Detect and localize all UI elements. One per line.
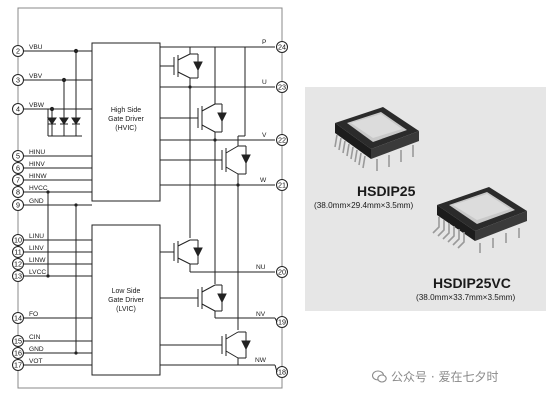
pin-label: GND [29,198,44,205]
left-pin-2: 2 VBU [12,44,92,57]
left-pin-17: 17 VOT [12,358,92,371]
pin-number: 16 [14,349,22,358]
pin-number: 5 [16,152,20,161]
package-name-hsdip25: HSDIP25 [357,183,416,199]
left-pin-9: 9 GND [12,198,92,211]
left-pin-13: 13 LVCC [12,269,92,282]
pin-label: NV [256,311,266,318]
pin-number: 8 [16,188,20,197]
watermark: 公众号 · 爱在七夕时 [372,368,498,385]
lvic-label-line3: (LVIC) [116,306,136,313]
pin-label: GND [29,346,44,353]
pin-label: NW [255,357,267,364]
pin-number: 2 [16,47,20,56]
right-pin-22: 22 V [262,132,288,146]
left-pin-11: 11 LINV [12,245,92,258]
pin-number: 12 [14,260,22,269]
igbt-high-v [160,84,227,140]
left-pin-12: 12 LINW [12,257,92,270]
pin-number: 6 [16,164,20,173]
pin-label: W [260,177,267,184]
left-pin-8: 8 HVCC [12,185,92,198]
lvic-label-line1: Low Side [112,288,141,295]
pin-number: 11 [14,248,21,257]
left-pin-3: 3 VBV [12,73,92,86]
left-pin-6: 6 HINV [12,161,92,174]
pin-label: LINW [29,257,46,264]
pin-label: P [262,39,267,46]
igbt-low-u [160,239,203,272]
pin-number: 4 [16,105,20,114]
pin-number: 14 [14,314,22,323]
pin-label: VOT [29,358,43,365]
left-pin-10: 10 LINU [12,233,92,246]
pin-number: 10 [14,236,22,245]
low-side-gate-driver [91,224,161,376]
hvic-label-line2: Gate Driver [108,116,144,123]
pin-number: 18 [278,368,286,377]
pin-number: 13 [14,272,22,281]
left-pin-4: 4 VBW [12,102,92,115]
left-pin-7: 7 HINW [12,173,92,186]
left-pin-16: 16 GND [12,346,92,359]
pin-label: LINV [29,245,44,252]
pin-label: HINU [29,149,45,156]
pin-number: 24 [278,43,286,52]
igbt-low-w [160,331,251,365]
igbt-high-u [160,53,203,87]
wechat-icon [372,370,387,383]
hvic-label-line3: (HVIC) [115,125,136,132]
right-pin-19: 19 NV [256,311,288,328]
pin-number: 15 [14,337,22,346]
right-pin-23: 23 U [262,79,288,93]
left-pin-5: 5 HINU [12,149,92,162]
left-pin-15: 15 CIN [12,334,92,347]
bootstrap-diodes [47,48,82,137]
product-photo-panel: HSDIP25 (38.0mm×29.4mm×3.5mm) HSDIP25VC … [305,87,546,311]
right-pin-24: 24 P [262,39,288,53]
pin-number: 9 [16,201,20,210]
pin-label: FO [29,311,38,318]
watermark-text: 公众号 · 爱在七夕时 [391,370,499,384]
left-pin-14: 14 FO [12,311,92,324]
pin-number: 20 [278,268,286,277]
pin-number: 17 [14,361,22,370]
right-pin-20: 20 NU [256,264,288,278]
pin-number: 3 [16,76,20,85]
pin-label: HINW [29,173,47,180]
pin-number: 23 [278,83,286,92]
pin-label: U [262,79,267,86]
package-dimensions-hsdip25: (38.0mm×29.4mm×3.5mm) [314,201,414,210]
hsdip25-chip [334,107,419,171]
pin-label: LINU [29,233,44,240]
pin-label: CIN [29,334,41,341]
pin-label: VBU [29,44,43,51]
pin-number: 19 [278,318,286,327]
package-name-hsdip25vc: HSDIP25VC [433,275,511,291]
hvic-label-line1: High Side [111,107,141,114]
igbt-low-v [160,284,227,318]
pin-label: NU [256,264,266,271]
package-dimensions-hsdip25vc: (38.0mm×33.7mm×3.5mm) [416,293,516,302]
igbt-high-w [160,135,251,185]
high-side-gate-driver [91,42,161,202]
pin-label: LVCC [29,269,46,276]
pin-label: V [262,132,267,139]
pin-number: 7 [16,176,20,185]
pin-number: 22 [278,136,286,145]
pin-number: 21 [278,181,286,190]
pin-label: VBV [29,73,43,80]
pin-label: HVCC [29,185,48,192]
hsdip25-chip-image [334,107,527,253]
right-pin-18: 18 NW [255,357,288,378]
pin-label: HINV [29,161,45,168]
pin-label: VBW [29,102,45,109]
lvic-label-line2: Gate Driver [108,297,144,304]
right-pin-21: 21 W [260,177,288,191]
hsdip25vc-chip [432,187,527,253]
